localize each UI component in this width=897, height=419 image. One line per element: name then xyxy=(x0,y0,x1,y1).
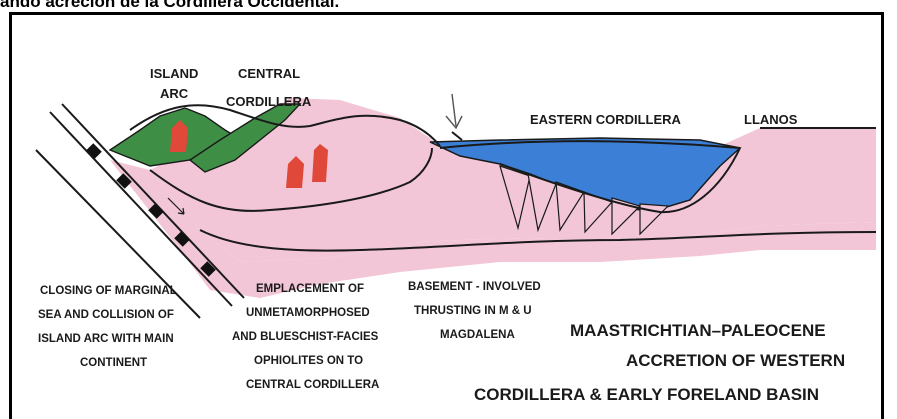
label-arc: ARC xyxy=(160,86,189,101)
cordillera-intrusion-2 xyxy=(312,144,328,182)
svg-text:THRUSTING IN M & U: THRUSTING IN M & U xyxy=(414,305,532,317)
svg-text:AND BLUESCHIST-FACIES: AND BLUESCHIST-FACIES xyxy=(232,331,379,343)
down-arrow-icon xyxy=(446,94,462,140)
svg-text:ISLAND ARC WITH MAIN: ISLAND ARC WITH MAIN xyxy=(38,333,174,345)
label-cordillera: CORDILLERA xyxy=(226,94,312,109)
svg-text:CLOSING OF MARGINAL: CLOSING OF MARGINAL xyxy=(40,285,177,297)
svg-text:MAASTRICHTIAN–PALEOCENE: MAASTRICHTIAN–PALEOCENE xyxy=(570,321,826,340)
svg-text:UNMETAMORPHOSED: UNMETAMORPHOSED xyxy=(246,307,370,319)
svg-text:CONTINENT: CONTINENT xyxy=(80,357,147,369)
diagram-title: MAASTRICHTIAN–PALEOCENE ACCRETION OF WES… xyxy=(474,321,845,404)
label-llanos: LLANOS xyxy=(744,112,798,127)
svg-text:CENTRAL CORDILLERA: CENTRAL CORDILLERA xyxy=(246,379,379,391)
svg-text:MAGDALENA: MAGDALENA xyxy=(440,329,515,341)
svg-text:CORDILLERA & EARLY FORELAND BA: CORDILLERA & EARLY FORELAND BASIN xyxy=(474,385,819,404)
annotation-closing: CLOSING OF MARGINAL SEA AND COLLISION OF… xyxy=(38,285,177,369)
annotation-emplacement: EMPLACEMENT OF UNMETAMORPHOSED AND BLUES… xyxy=(232,283,379,391)
svg-text:ACCRETION OF WESTERN: ACCRETION OF WESTERN xyxy=(626,351,845,370)
label-central: CENTRAL xyxy=(238,66,300,81)
svg-text:EMPLACEMENT OF: EMPLACEMENT OF xyxy=(256,283,364,295)
label-island: ISLAND xyxy=(150,66,198,81)
svg-text:OPHIOLITES ON TO: OPHIOLITES ON TO xyxy=(254,355,363,367)
label-eastern-cordillera: EASTERN CORDILLERA xyxy=(530,112,682,127)
annotation-basement: BASEMENT - INVOLVED THRUSTING IN M & U M… xyxy=(408,281,541,341)
svg-text:SEA AND COLLISION OF: SEA AND COLLISION OF xyxy=(38,309,174,321)
svg-text:BASEMENT - INVOLVED: BASEMENT - INVOLVED xyxy=(408,281,541,293)
